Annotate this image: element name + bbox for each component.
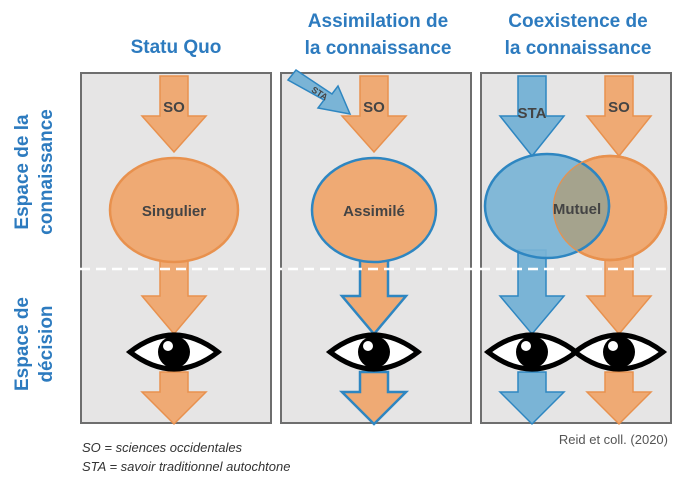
ellipse-assimile <box>310 156 438 264</box>
title-assimilation-line2: la connaissance <box>304 38 452 59</box>
so-arrow-mid-p3 <box>585 249 653 336</box>
ellipse-assimile-label: Assimilé <box>343 203 405 220</box>
title-coexistence-line1: Coexistence de <box>508 11 648 32</box>
so-arrow-top-p3 <box>585 75 653 158</box>
so-label-p3: SO <box>608 99 630 116</box>
so-arrow-top-p1 <box>140 75 208 154</box>
sta-arrow-diagonal <box>286 68 352 115</box>
ellipse-singulier-label: Singulier <box>142 203 206 220</box>
ellipse-singulier <box>108 156 240 264</box>
sta-arrow-top-p3 <box>498 75 566 158</box>
so-label-p2: SO <box>363 99 385 116</box>
legend-so: SO = sciences occidentales <box>82 440 243 455</box>
title-coexistence-line2: la connaissance <box>504 38 652 59</box>
so-arrow-bottom-p3 <box>585 371 653 426</box>
sta-arrow-bottom-p3 <box>498 371 566 426</box>
ellipse-mutuel-overlap <box>554 156 609 258</box>
so-arrow-bottom-p1 <box>140 371 208 426</box>
title-statu-quo: Statu Quo <box>130 37 222 58</box>
so-label-p1: SO <box>163 99 185 116</box>
mixed-arrow-bottom-p2 <box>338 370 410 426</box>
title-assimilation: Assimilation de la connaissance <box>282 8 474 62</box>
sta-arrow-mid-p3 <box>498 249 566 336</box>
eye-icon-p3-right <box>575 335 663 369</box>
eye-icon-p1 <box>130 335 218 369</box>
legend-sta: STA = savoir traditionnel autochtone <box>82 459 291 474</box>
sta-label-p3: STA <box>518 105 547 122</box>
credit-text: Reid et coll. (2020) <box>558 432 668 447</box>
title-coexistence: Coexistence de la connaissance <box>482 8 674 62</box>
title-assimilation-line1: Assimilation de <box>307 11 449 32</box>
ellipse-mutuel-label: Mutuel <box>553 201 601 218</box>
eye-icon-p3-left <box>488 335 576 369</box>
so-arrow-top-p2 <box>340 75 408 154</box>
eye-icon-p2 <box>330 335 418 369</box>
